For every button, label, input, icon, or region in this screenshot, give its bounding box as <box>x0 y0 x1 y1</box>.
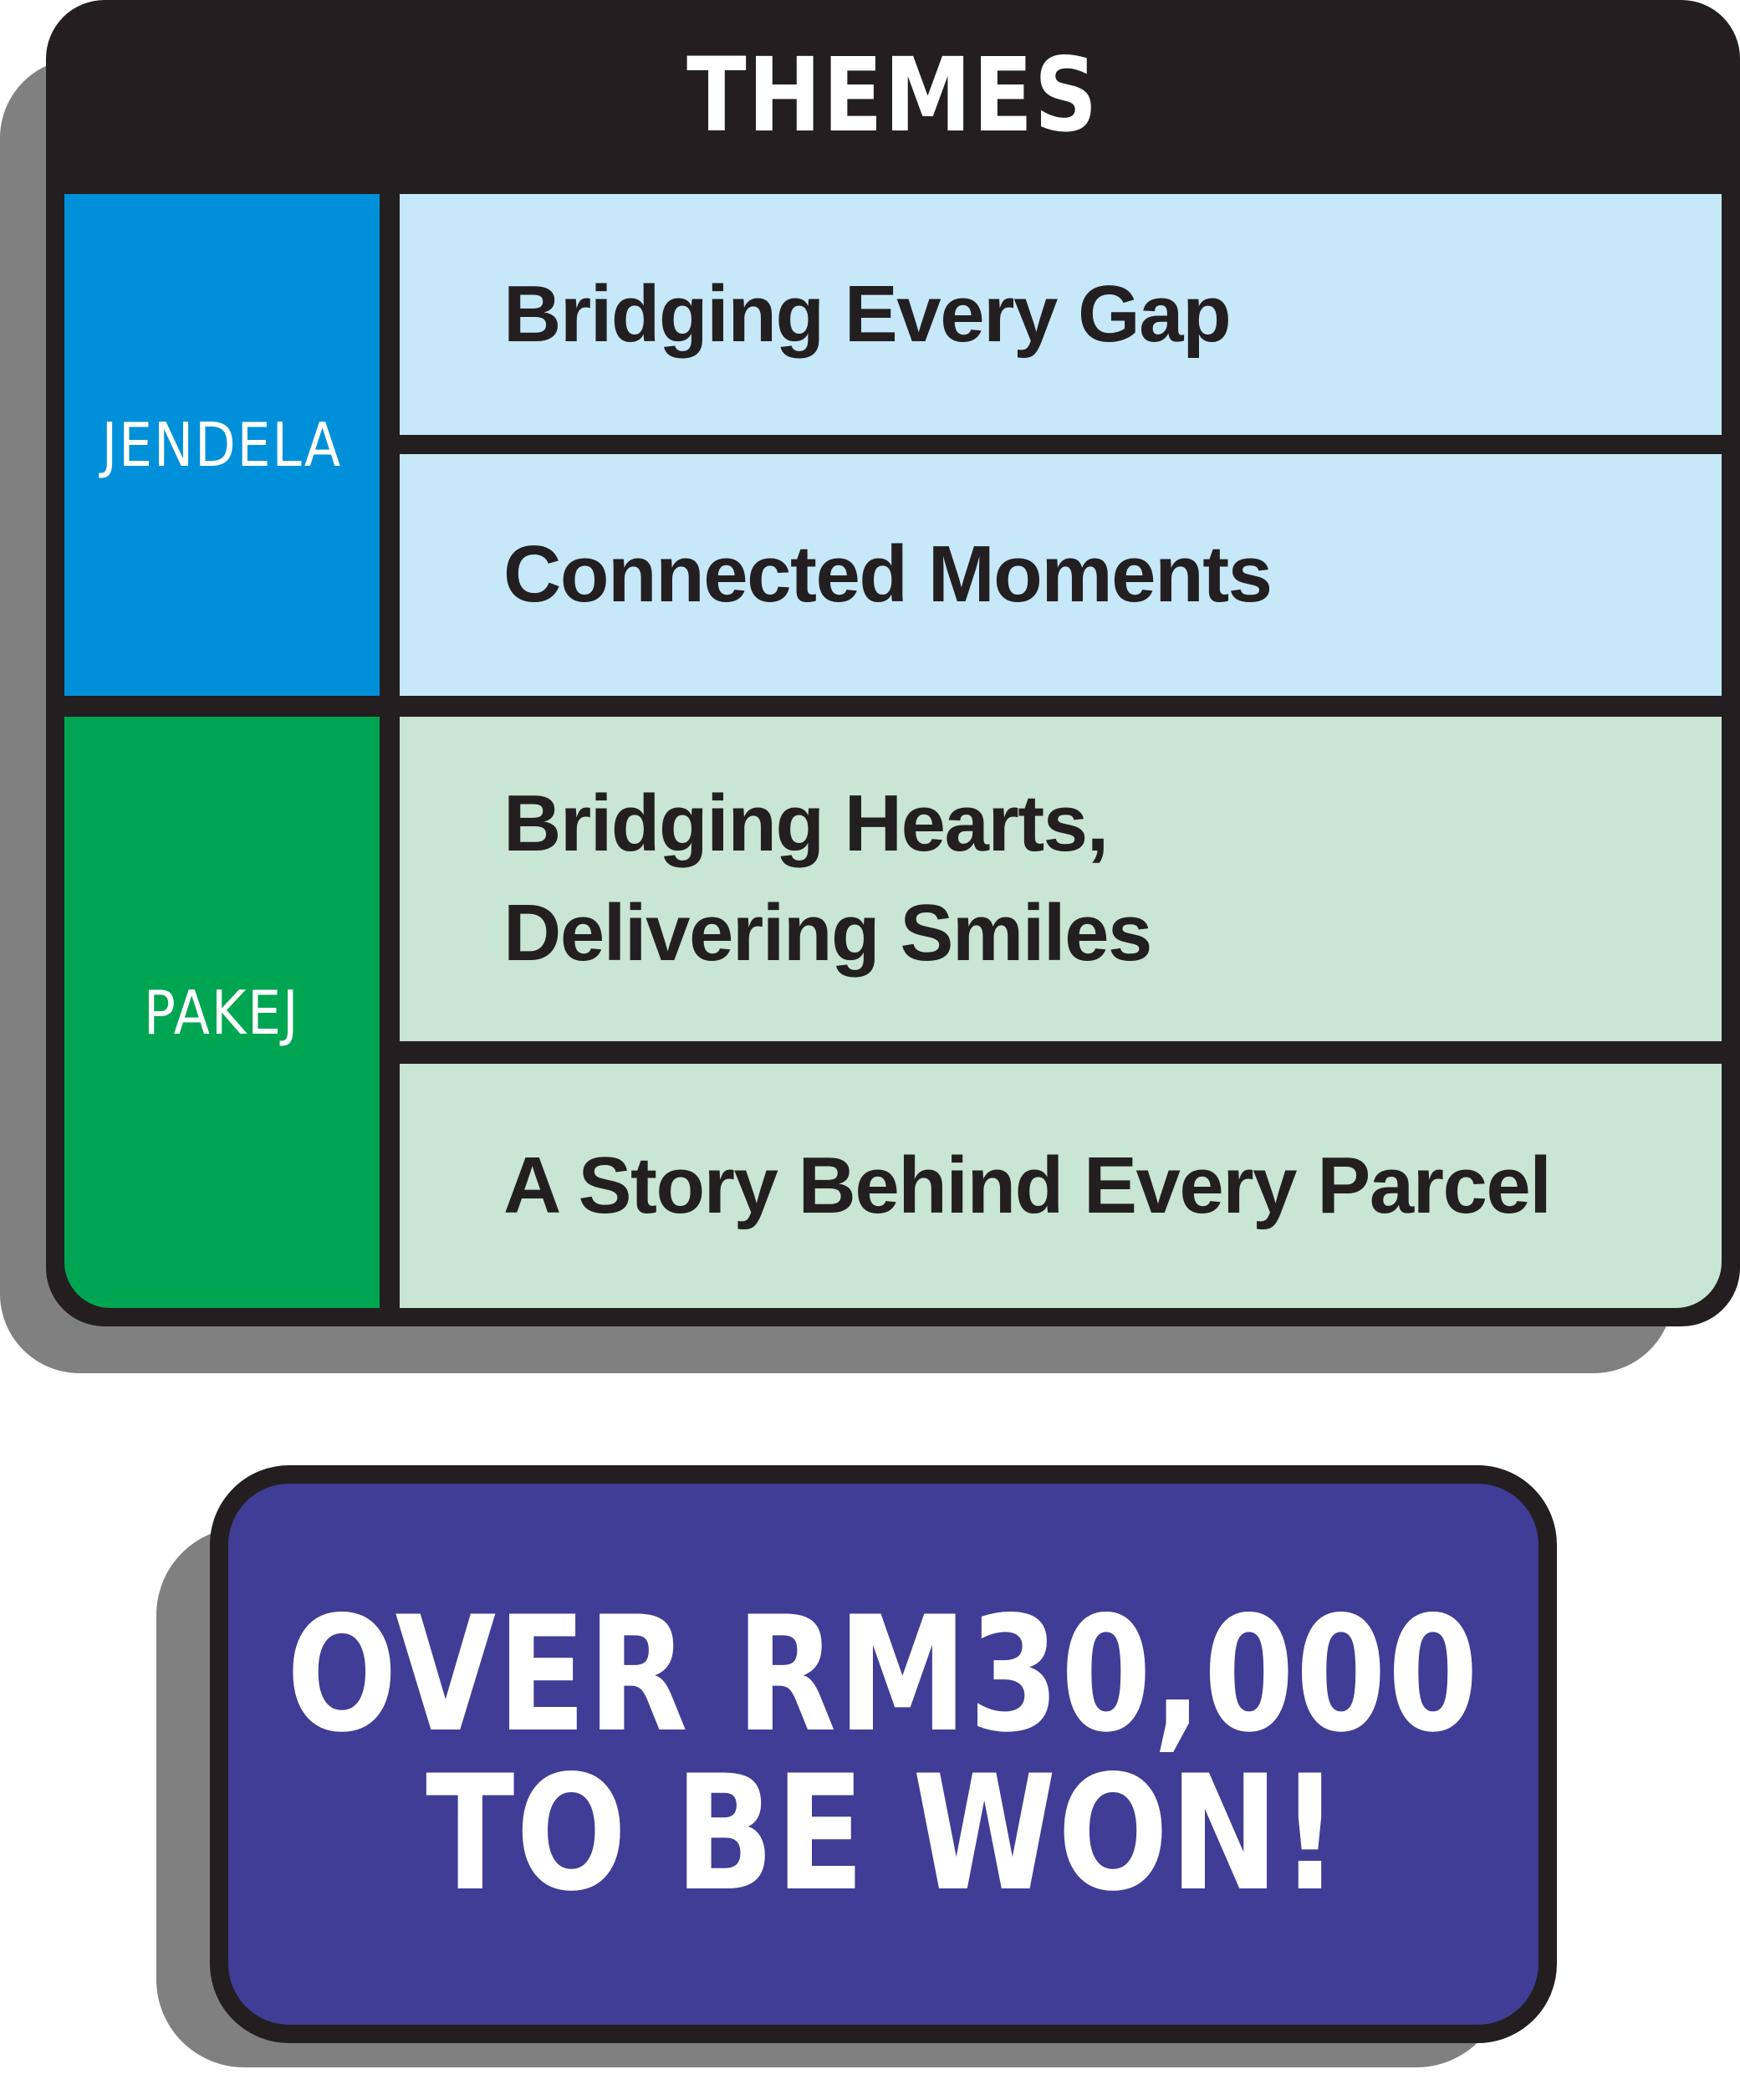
theme-title: Bridging Every Gap <box>503 268 1232 359</box>
themes-header: THEMES <box>46 0 1740 191</box>
theme-row: Bridging Every Gap <box>400 194 1722 435</box>
category-pakej: PAKEJ <box>64 717 380 1308</box>
themes-card: THEMES JENDELA Bridging Every Gap Connec… <box>46 0 1740 1326</box>
category-jendela: JENDELA <box>64 194 380 696</box>
themes-title: THEMES <box>686 36 1100 155</box>
prize-line-2: TO BE WON! <box>426 1740 1341 1926</box>
theme-title: A Story Behind Every Parcel <box>503 1140 1552 1230</box>
theme-row: A Story Behind Every Parcel <box>400 1064 1722 1308</box>
category-label-pakej: PAKEJ <box>144 977 300 1048</box>
theme-title: Connected Moments <box>503 529 1273 620</box>
theme-row: Connected Moments <box>400 454 1722 696</box>
prize-badge: OVER RM30,000 TO BE WON! <box>210 1465 1557 2043</box>
theme-title: Bridging Hearts, Delivering Smiles <box>503 779 1152 978</box>
theme-row: Bridging Hearts, Delivering Smiles <box>400 717 1722 1041</box>
category-label-jendela: JENDELA <box>101 410 343 480</box>
prize-line-1: OVER RM30,000 <box>286 1581 1481 1767</box>
